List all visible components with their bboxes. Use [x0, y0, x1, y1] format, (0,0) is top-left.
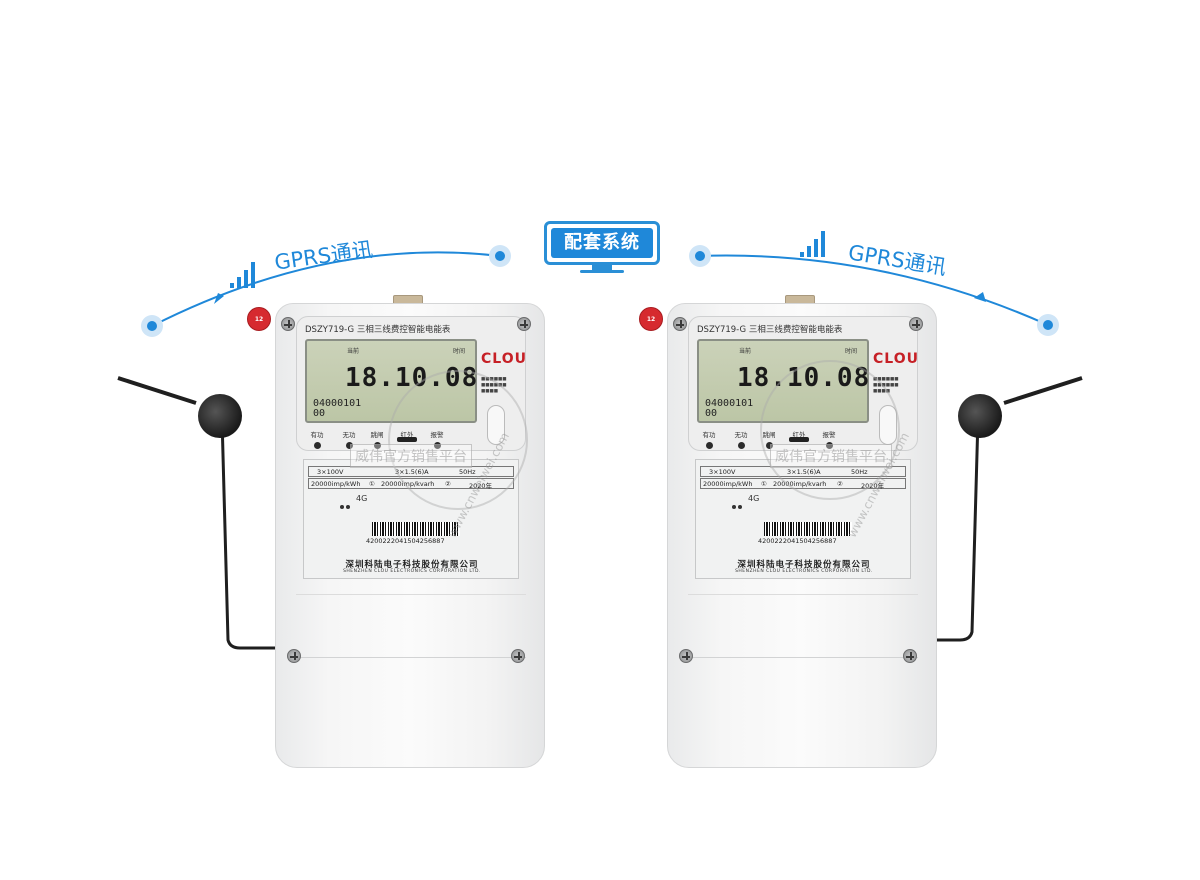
led-reactive: 无功	[337, 429, 361, 449]
barcode	[764, 522, 852, 536]
meter-body: DSZY719-G 三相三线费控智能电能表 当前 时间 18.10.08 040…	[275, 303, 545, 768]
const-active: 20000imp/kWh	[311, 480, 361, 488]
lcd-code: 04000101 00	[705, 399, 753, 419]
company-name-en: SHENZHEN CLOU ELECTRONICS CORPORATION LT…	[343, 569, 481, 574]
screw-top-left	[281, 317, 295, 331]
left-antenna-base	[198, 394, 242, 438]
monitor-base	[580, 270, 624, 273]
const-active: 20000imp/kWh	[703, 480, 753, 488]
watermark-stamp-left	[388, 370, 528, 510]
model-label: DSZY719-G 三相三线费控智能电能表	[697, 325, 843, 335]
lead-seal: 12	[247, 307, 271, 331]
screw-bottom-left	[287, 649, 301, 663]
led-trip: 跳闸	[365, 429, 389, 449]
rating-voltage: 3×100V	[709, 468, 736, 476]
led-active: 有功	[697, 429, 721, 449]
lcd-code-1: 04000101	[313, 398, 362, 409]
lcd-top-left: 当前	[347, 348, 360, 355]
screw-top-right	[909, 317, 923, 331]
screw-bottom-left	[679, 649, 693, 663]
watermark-left: 威伟官方销售平台	[350, 444, 472, 468]
status-dots	[340, 494, 354, 509]
company-name-cn: 深圳科陆电子科技股份有限公司	[345, 560, 479, 570]
cover-seam	[296, 657, 526, 658]
signal-icon-left	[230, 262, 255, 288]
right-antenna-whip	[1003, 376, 1083, 405]
led-reactive: 无功	[729, 429, 753, 449]
left-endpoint-outer	[141, 315, 163, 337]
meter-left: DSZY719-G 三相三线费控智能电能表 当前 时间 18.10.08 040…	[247, 295, 545, 773]
left-antenna-cable	[220, 417, 277, 650]
clou-logo: CLOU	[481, 351, 527, 367]
network-label: 4G	[356, 494, 368, 503]
lcd-top-right: 时间	[453, 348, 466, 355]
left-link-arc	[151, 251, 501, 327]
terminal-cover	[296, 594, 526, 759]
left-link-arrow	[214, 293, 224, 304]
signal-icon-right	[800, 231, 825, 257]
clou-logo: CLOU	[873, 351, 919, 367]
screw-bottom-right	[511, 649, 525, 663]
right-antenna-cable	[922, 417, 980, 642]
led-active: 有功	[305, 429, 329, 449]
lcd-code-2: 00	[313, 408, 326, 419]
watermark-right: 威伟官方销售平台	[770, 444, 892, 468]
serial-number: 4200222041504256887	[366, 537, 445, 545]
rating-voltage: 3×100V	[317, 468, 344, 476]
monitor-stand	[592, 265, 612, 271]
mark-1: ①	[761, 480, 767, 488]
barcode	[372, 522, 460, 536]
right-antenna-base	[958, 394, 1002, 438]
system-monitor-icon: 配套系统	[544, 221, 660, 265]
lcd-code: 04000101 00	[313, 399, 361, 419]
manufacture-year: 2020年	[861, 482, 885, 490]
company-name-en: SHENZHEN CLOU ELECTRONICS CORPORATION LT…	[735, 569, 873, 574]
model-label: DSZY719-G 三相三线费控智能电能表	[305, 325, 451, 335]
right-endpoint-inner	[689, 245, 711, 267]
lead-seal: 12	[639, 307, 663, 331]
center-label: 配套系统	[551, 228, 653, 258]
screw-top-left	[673, 317, 687, 331]
right-link-arrow	[974, 292, 986, 302]
lcd-top-left: 当前	[739, 348, 752, 355]
right-link-arc	[699, 254, 1049, 326]
right-endpoint-outer	[1037, 314, 1059, 336]
watermark-stamp-right	[760, 360, 900, 500]
lcd-code-2: 00	[705, 408, 718, 419]
screw-bottom-right	[903, 649, 917, 663]
left-antenna-whip	[117, 376, 197, 405]
lcd-code-1: 04000101	[705, 398, 754, 409]
network-label: 4G	[748, 494, 760, 503]
company-name-cn: 深圳科陆电子科技股份有限公司	[737, 560, 871, 570]
lcd-top-right: 时间	[845, 348, 858, 355]
cover-seam	[688, 657, 918, 658]
mark-1: ①	[369, 480, 375, 488]
screw-top-right	[517, 317, 531, 331]
serial-number: 4200222041504256887	[758, 537, 837, 545]
status-dots	[732, 494, 746, 509]
left-endpoint-inner	[489, 245, 511, 267]
terminal-cover	[688, 594, 918, 759]
